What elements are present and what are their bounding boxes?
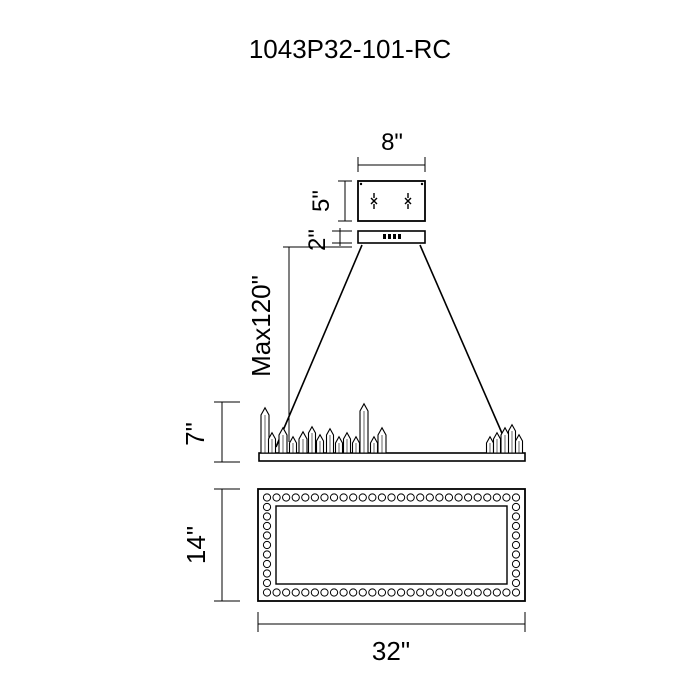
fixture-depth-label: 14" (181, 526, 211, 564)
ring-crystal (272, 588, 281, 597)
max-height-label: Max120" (246, 275, 276, 377)
ring-crystal (329, 588, 339, 597)
ring-crystal (377, 493, 387, 502)
ring-crystal (511, 493, 521, 502)
ring-crystal (272, 493, 281, 502)
ring-crystal (310, 493, 319, 502)
ring-crystal (310, 588, 319, 597)
ring-crystal (396, 493, 406, 502)
ring-crystal (339, 588, 348, 597)
ring-crystal (329, 493, 339, 502)
ring-crystal (358, 493, 367, 502)
ring-crystal (406, 588, 415, 597)
ring-crystal (387, 493, 396, 502)
ring-crystal (511, 569, 521, 578)
fixture-top-view (257, 488, 526, 602)
ring-crystal (483, 493, 492, 502)
ring-crystal (511, 578, 521, 588)
ring-crystal (464, 588, 473, 597)
ring-crystal (511, 540, 521, 550)
model-number-title: 1043P32-101-RC (249, 34, 451, 64)
ring-crystal (291, 493, 300, 502)
canopy-height-dimension: 2" (304, 228, 352, 251)
canopy-height-label: 2" (304, 229, 331, 251)
ring-crystal (262, 569, 272, 578)
ring-crystal (396, 588, 406, 597)
ring-crystal (262, 588, 272, 597)
ring-crystal (262, 493, 272, 502)
canopy-depth-label: 5" (308, 190, 335, 212)
max-height-dimension: Max120" (246, 246, 352, 442)
ring-crystal (368, 588, 377, 597)
canopy-screws (383, 234, 401, 239)
fixture-height-dimension: 7" (180, 401, 240, 463)
ring-crystal (262, 512, 272, 521)
ring-crystal (301, 493, 310, 502)
ring-crystal (435, 493, 444, 502)
ring-crystal (262, 550, 272, 559)
ring-crystal (425, 493, 434, 502)
ring-crystal (454, 493, 463, 502)
ring-crystal (464, 493, 473, 502)
ring-crystal (320, 493, 329, 502)
ring-crystal (349, 493, 358, 502)
ring-crystal (511, 531, 521, 540)
ring-crystal (511, 502, 521, 512)
ring-crystal (425, 588, 434, 597)
ring-crystal (262, 559, 272, 569)
ring-crystal (511, 559, 521, 569)
canopy-mounting-holes (370, 193, 412, 209)
ring-crystal (262, 578, 272, 588)
ring-crystal (282, 588, 291, 597)
fixture-depth-dimension: 14" (181, 488, 240, 602)
ring-crystal (387, 588, 396, 597)
ring-crystal (473, 493, 482, 502)
ring-crystal (511, 588, 521, 597)
ring-crystal (377, 588, 387, 597)
ring-crystal (492, 493, 501, 502)
ring-crystal (435, 588, 444, 597)
ring-crystal (262, 521, 272, 531)
canopy-side-view (357, 230, 426, 244)
ring-crystal (454, 588, 463, 597)
ring-crystal (492, 588, 501, 597)
ring-crystal (301, 588, 310, 597)
ring-crystal (511, 521, 521, 531)
ring-crystal (262, 540, 272, 550)
canopy-width-dimension: 8" (357, 129, 426, 172)
fixture-side-view (258, 402, 526, 462)
fixture-width-label: 32" (372, 636, 410, 666)
ring-crystal (511, 512, 521, 521)
ring-crystal (444, 588, 454, 597)
ring-crystal (349, 588, 358, 597)
ring-crystal (511, 550, 521, 559)
ring-crystal (473, 588, 482, 597)
ring-crystal (358, 588, 367, 597)
ring-crystal (262, 531, 272, 540)
ring-crystal (291, 588, 300, 597)
ring-crystal (368, 493, 377, 502)
suspension-cables (275, 244, 509, 448)
ring-crystal (502, 588, 511, 597)
canopy-depth-dimension: 5" (308, 180, 352, 222)
ring-crystal (339, 493, 348, 502)
crystal-ring (262, 493, 521, 597)
ring-crystal (406, 493, 415, 502)
ring-crystal (262, 502, 272, 512)
fixture-width-dimension: 32" (257, 612, 526, 666)
ring-crystal (282, 493, 291, 502)
ring-crystal (502, 493, 511, 502)
ring-crystal (444, 493, 454, 502)
ring-crystal (483, 588, 492, 597)
ring-crystal (416, 493, 425, 502)
crystal-cluster-left (260, 402, 387, 454)
ring-crystal (416, 588, 425, 597)
canopy-width-label: 8" (381, 129, 403, 156)
ring-crystal (320, 588, 329, 597)
canopy-top-view (357, 180, 426, 222)
crystal-cluster-right (485, 423, 524, 454)
fixture-height-label: 7" (180, 422, 210, 446)
